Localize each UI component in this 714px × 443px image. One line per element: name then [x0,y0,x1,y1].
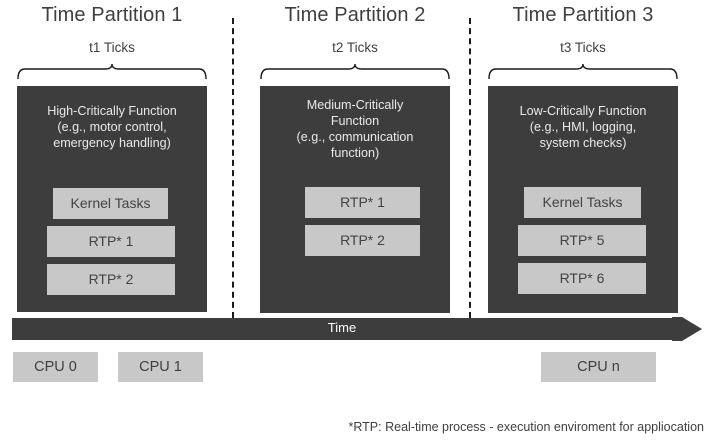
partition-1-ticks-label: t1 Ticks [89,40,135,55]
partition-1-task-1[interactable]: RTP* 1 [47,226,175,257]
partition-2-brace [260,64,450,80]
partition-3-title: Time Partition 3 [512,4,654,26]
partition-1-task-2[interactable]: RTP* 2 [47,264,175,295]
partition-2-block: Medium-Critically Function (e.g., commun… [260,86,450,313]
partition-1-brace [17,64,207,80]
partition-3-task-2[interactable]: RTP* 6 [518,263,646,294]
time-axis-arrow: Time [12,317,702,341]
partition-1-caption: High-Critically Function (e.g., motor co… [47,104,177,150]
partition-1-title: Time Partition 1 [41,4,183,26]
partition-1-task-0[interactable]: Kernel Tasks [53,188,168,219]
partition-2-title: Time Partition 2 [284,4,426,26]
partition-divider-1 [232,18,234,318]
partition-divider-2 [469,18,471,318]
partition-2-task-1[interactable]: RTP* 2 [305,225,420,256]
partition-1-block: High-Critically Function (e.g., motor co… [17,86,207,312]
cpu-chip-1[interactable]: CPU 1 [118,352,203,382]
partition-3-ticks-label: t3 Ticks [560,40,606,55]
partition-2-task-0[interactable]: RTP* 1 [305,187,420,218]
partition-3-block: Low-Critically Function (e.g., HMI, logg… [488,86,678,313]
partition-2-ticks-label: t2 Ticks [332,40,378,55]
partition-3-caption: Low-Critically Function (e.g., HMI, logg… [519,104,647,150]
footnote-rtp-definition: *RTP: Real-time process - execution envi… [348,420,705,434]
partition-2-caption: Medium-Critically Function (e.g., commun… [296,98,414,160]
time-axis-label: Time [327,320,357,335]
partition-3-brace [488,64,678,80]
cpu-chip-n[interactable]: CPU n [541,352,656,382]
partition-3-task-1[interactable]: RTP* 5 [518,225,646,256]
partition-3-task-0[interactable]: Kernel Tasks [524,187,641,218]
cpu-chip-0[interactable]: CPU 0 [13,352,98,382]
